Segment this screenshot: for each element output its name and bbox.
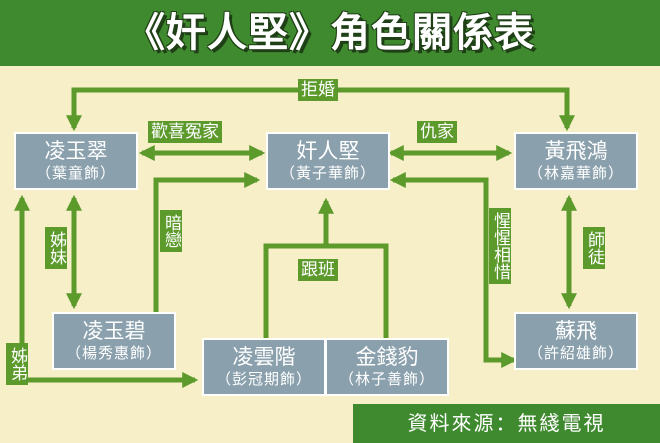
label-mutual-admiration: 惺惺相惜 [489,208,511,284]
character-actor: （彭冠期飾） [215,370,312,388]
character-gaan-yan-gin: 奸人堅 （黃子華飾） [266,132,390,190]
label-siblings: 姊弟 [6,343,28,385]
follower-line [263,201,389,340]
secret-love-line [153,171,261,331]
character-actor: （林子善飾） [338,370,435,388]
label-sisters: 姊妹 [45,227,67,269]
character-ling-yuk-chui: 凌玉翠 （葉童飾） [14,132,138,190]
character-name: 黃飛鴻 [544,139,608,163]
character-ling-yuk-bik: 凌玉碧 （楊秀惠飾） [52,312,176,370]
source-banner: 資料來源：無綫電視 [353,404,660,443]
title-banner: 《奸人堅》角色關係表 [0,0,660,66]
character-actor: （黃子華飾） [279,164,376,182]
character-actor: （葉童飾） [35,164,116,182]
character-actor: （林嘉華飾） [527,164,624,182]
label-refuse-marriage: 拒婚 [298,79,338,101]
character-wong-fei-hung: 黃飛鴻 （林嘉華飾） [514,132,638,190]
source-credit: 資料來源：無綫電視 [407,411,606,435]
character-name: 奸人堅 [296,139,360,163]
character-so-fei: 蘇飛 （許紹雄飾） [514,312,638,370]
character-actor: （楊秀惠飾） [65,344,162,362]
label-feud: 仇家 [417,121,457,143]
character-actor: （許紹雄飾） [527,344,624,362]
character-ling-wan-kai: 凌雲階 （彭冠期飾） [202,338,326,396]
label-rivals-in-love: 歡喜冤家 [148,121,222,143]
label-secret-love: 暗戀 [160,210,182,252]
label-master-disciple: 師徒 [583,227,605,269]
character-name: 凌雲階 [232,345,296,369]
character-gam-chin-pau: 金錢豹 （林子善飾） [325,338,449,396]
character-name: 蘇飛 [555,319,597,343]
character-name: 金錢豹 [355,345,419,369]
label-follower: 跟班 [298,259,338,281]
character-name: 凌玉碧 [82,319,146,343]
mutual-admiration-line [389,171,518,369]
character-name: 凌玉翠 [44,139,108,163]
chart-title: 《奸人堅》角色關係表 [125,10,535,56]
